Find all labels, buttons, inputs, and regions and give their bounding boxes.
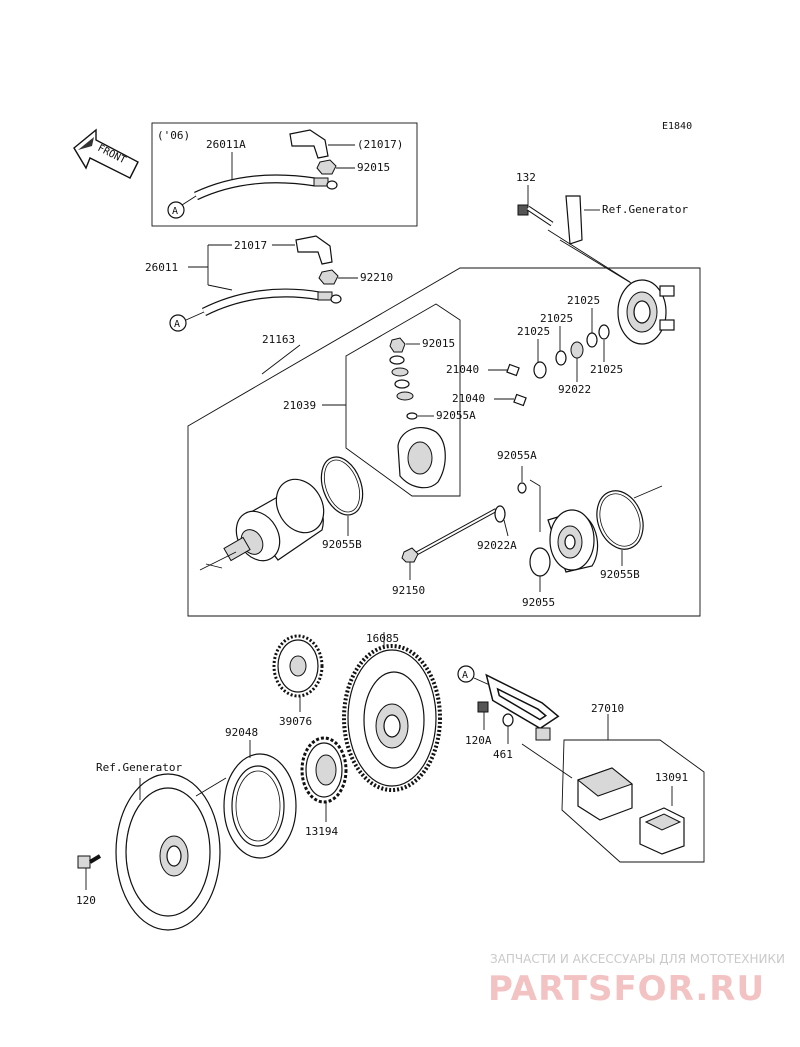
terminal-boot-icon: [289, 129, 329, 159]
callout-a-bottom: A: [462, 670, 468, 681]
part-label-120A: 120A: [465, 734, 492, 747]
part-label-21025-c: 21025: [517, 325, 550, 338]
part-label-92015: 92015: [422, 337, 455, 350]
part-label-26011: 26011: [145, 261, 178, 274]
part-label-92055A-b: 92055A: [497, 449, 537, 462]
part-label-13194: 13194: [305, 825, 338, 838]
part-label-16085: 16085: [366, 632, 399, 645]
part-label-92210: 92210: [360, 271, 393, 284]
part-label-120: 120: [76, 894, 96, 907]
part-label-92150: 92150: [392, 584, 425, 597]
part-label-92055A-a: 92055A: [436, 409, 476, 422]
starter-motor-body: [199, 478, 325, 571]
part-label-21040-a: 21040: [446, 363, 479, 376]
part-label-21025-d: 21025: [590, 363, 623, 376]
part-label-92022A: 92022A: [477, 539, 517, 552]
part-label-21039: 21039: [283, 399, 316, 412]
part-label-39076: 39076: [279, 715, 312, 728]
o-ring-small-icon: [529, 547, 551, 577]
washer-stack: 21025 21025 21025 21025 92022: [517, 294, 623, 396]
watermark-site: PARTSFOR.RU: [488, 969, 765, 1009]
part-label-21025-b: 21025: [540, 312, 573, 325]
part-label-92055B-a: 92055B: [322, 538, 362, 551]
front-arrow-icon: FRONT: [73, 128, 139, 179]
watermark-tagline: ЗАПЧАСТИ И АКСЕССУАРЫ ДЛЯ МОТОТЕХНИКИ: [490, 952, 785, 966]
starter-cable-assembly: 26011 21017 92210 A: [145, 235, 393, 332]
starter-motor-group-outline: [187, 267, 701, 617]
ref-generator-bottom: Ref.Generator: [96, 761, 182, 774]
diagram-code: E1840: [662, 121, 692, 132]
long-bolt-icon: [401, 508, 497, 580]
part-label-92048: 92048: [225, 726, 258, 739]
part-label-92055: 92055: [522, 596, 555, 609]
callout-a-mid: A: [174, 319, 180, 330]
starter-front-cover: [529, 479, 599, 573]
brush-holder-outline: [345, 303, 461, 497]
watermark: ЗАПЧАСТИ И АКСЕССУАРЫ ДЛЯ МОТОТЕХНИКИ PA…: [488, 952, 785, 1009]
washer-92022A-icon: [494, 505, 506, 523]
part-label-26011A: 26011A: [206, 138, 246, 151]
starter-end-cover: [617, 279, 675, 345]
part-label-92015-top: 92015: [357, 161, 390, 174]
part-label-21040-b: 21040: [452, 392, 485, 405]
part-label-21017: 21017: [234, 239, 267, 252]
part-label-461: 461: [493, 748, 513, 761]
starter-relay-assembly: A 120A 461 27010 13091: [457, 665, 705, 863]
relay-outline: [561, 739, 705, 863]
bracket-assembly: 132 Ref.Generator: [516, 171, 688, 287]
bolt-120-icon: [77, 854, 102, 890]
part-label-27010: 27010: [591, 702, 624, 715]
year-note: ('06): [157, 129, 190, 142]
nut-icon: [316, 159, 337, 175]
part-label-21017-paren: (21017): [357, 138, 403, 151]
cable-terminal-icon: [313, 177, 329, 187]
part-label-92055B-b: 92055B: [600, 568, 640, 581]
o-ring-right-icon: [596, 490, 644, 550]
one-way-clutch-icon: [300, 736, 348, 822]
generator-rotor-icon: [115, 773, 227, 931]
part-label-92022: 92022: [558, 383, 591, 396]
starter-clutch-gear-icon: [342, 632, 442, 792]
year-2006-box: ('06) 26011A A (21017) 92015: [151, 122, 418, 227]
part-label-132: 132: [516, 171, 536, 184]
lever-icon: [565, 195, 583, 245]
callout-a-top: A: [172, 206, 178, 217]
part-label-21025-a: 21025: [567, 294, 600, 307]
clutch-holder-icon: [223, 740, 297, 859]
idler-gear-icon: [272, 634, 324, 712]
bolt-132-icon: [517, 204, 529, 216]
part-label-13091: 13091: [655, 771, 688, 784]
brush-holder-parts: 92015 92055A 21040 21040: [389, 337, 527, 489]
ref-generator-top: Ref.Generator: [602, 203, 688, 216]
part-label-21163: 21163: [262, 333, 295, 346]
